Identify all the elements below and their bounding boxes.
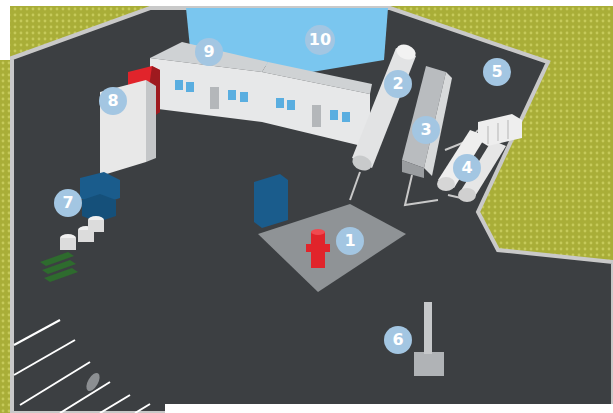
callout-number: 7 <box>62 195 73 211</box>
callout-number: 8 <box>107 93 118 109</box>
top-margin <box>0 0 613 6</box>
dispenser <box>306 229 330 268</box>
parking-lines <box>14 320 150 413</box>
callout-number: 4 <box>461 160 472 176</box>
car-icon <box>84 371 103 393</box>
rack <box>478 114 522 146</box>
callout-number: 9 <box>203 44 214 60</box>
callout-number: 3 <box>420 122 431 138</box>
callout-number: 6 <box>392 332 403 348</box>
callout-number: 5 <box>491 64 502 80</box>
left-margin <box>0 0 10 60</box>
bottom-margin <box>165 404 613 413</box>
callout-number: 2 <box>392 76 403 92</box>
callout-badges <box>54 25 511 354</box>
utility-unit <box>100 66 160 176</box>
callout-number: 10 <box>309 32 331 48</box>
storage-area <box>40 172 120 282</box>
callout-number: 1 <box>344 233 355 249</box>
blue-cabinet <box>254 174 288 228</box>
buildings <box>150 42 372 148</box>
asphalt-lot <box>12 8 613 413</box>
vent-stack <box>414 302 444 376</box>
